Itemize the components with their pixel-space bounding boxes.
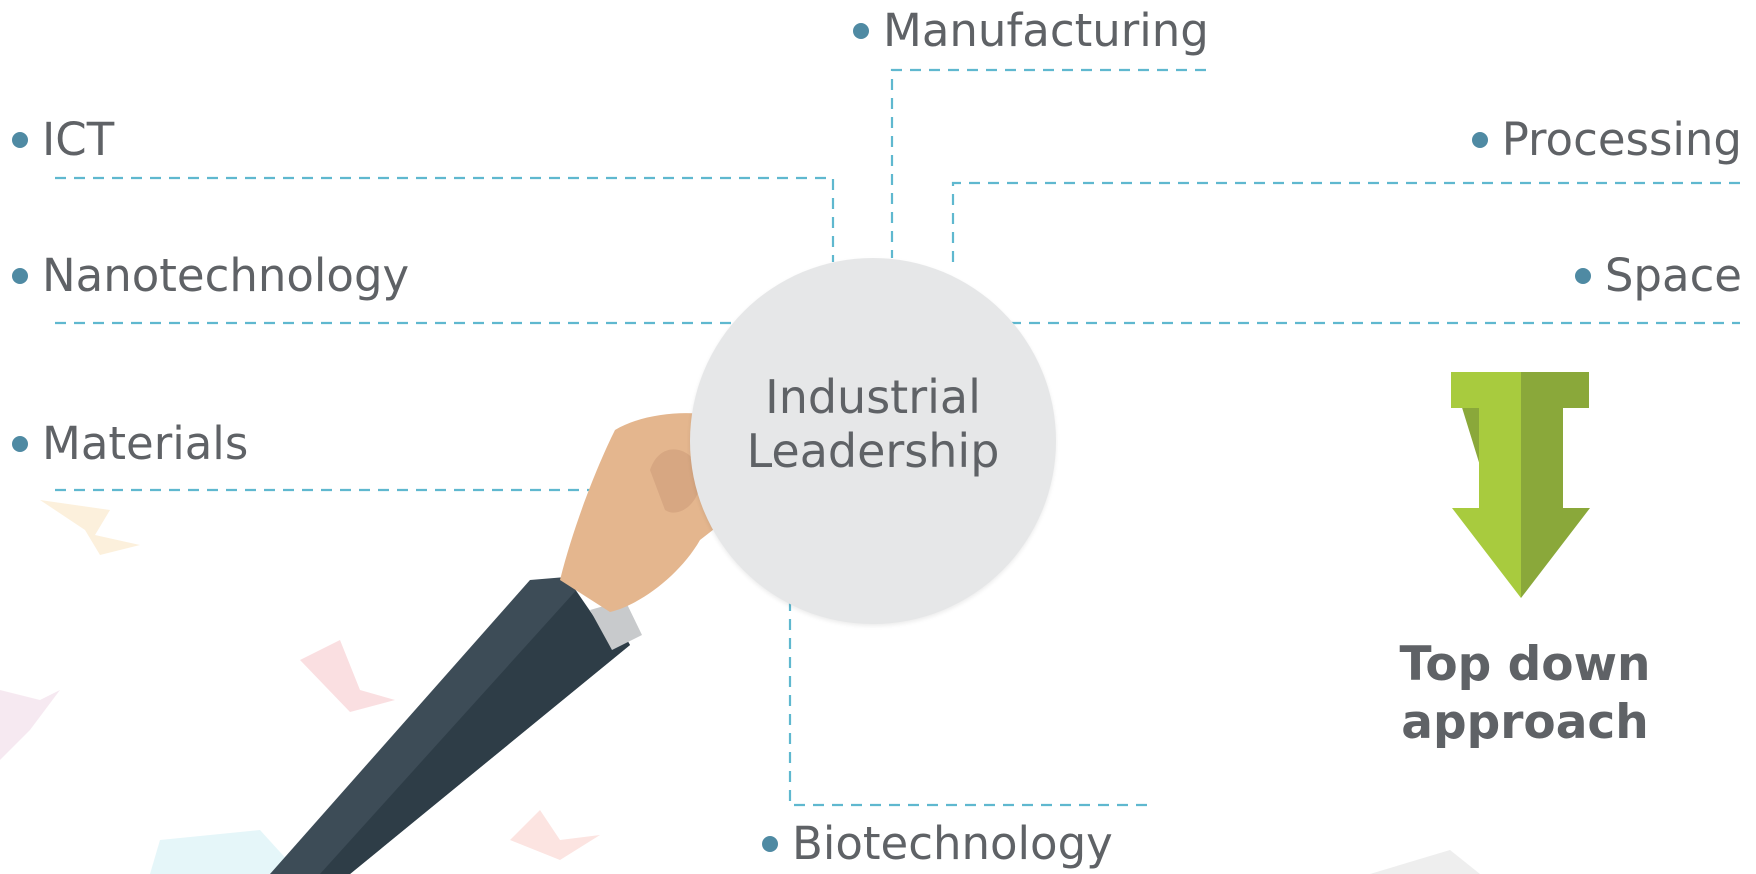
bullet-icon: [12, 435, 28, 452]
center-label: Industrial Leadership: [690, 370, 1056, 478]
bullet-icon: [1574, 267, 1591, 284]
bullet-icon: [12, 131, 28, 148]
caption-line2: approach: [1401, 695, 1649, 750]
approach-caption: Top down approach: [1360, 636, 1690, 752]
topic-biotechnology: Biotechnology: [762, 821, 1113, 866]
topic-label: Materials: [42, 417, 249, 470]
connector-lines: [55, 68, 1740, 807]
topic-processing: Processing: [1471, 113, 1742, 166]
hand-illustration: [270, 413, 745, 874]
center-circle: [690, 258, 1056, 624]
topic-label: Processing: [1501, 113, 1742, 166]
center-label-line2: Leadership: [746, 424, 1000, 478]
bullet-icon: [853, 22, 869, 39]
bullet-icon: [762, 835, 778, 852]
connector-biotechnology: [788, 600, 1152, 807]
connector-manufacturing: [890, 68, 1206, 258]
topic-materials: Materials: [12, 421, 248, 466]
topic-space: Space: [1574, 249, 1742, 302]
origami-bird-decorations: [0, 500, 1480, 874]
topic-label: Biotechnology: [792, 817, 1113, 870]
caption-line1: Top down: [1399, 637, 1651, 692]
topic-label: Manufacturing: [883, 4, 1209, 57]
topic-label: Space: [1604, 249, 1742, 302]
topic-label: ICT: [42, 113, 115, 166]
down-arrow-icon: [1451, 372, 1590, 598]
topic-nanotechnology: Nanotechnology: [12, 253, 409, 298]
topic-manufacturing: Manufacturing: [853, 8, 1209, 53]
bullet-icon: [1471, 131, 1488, 148]
center-label-line1: Industrial: [765, 370, 981, 424]
connector-processing: [951, 181, 1740, 270]
topic-label: Nanotechnology: [42, 249, 410, 302]
bullet-icon: [12, 267, 28, 284]
topic-ict: ICT: [12, 117, 114, 162]
